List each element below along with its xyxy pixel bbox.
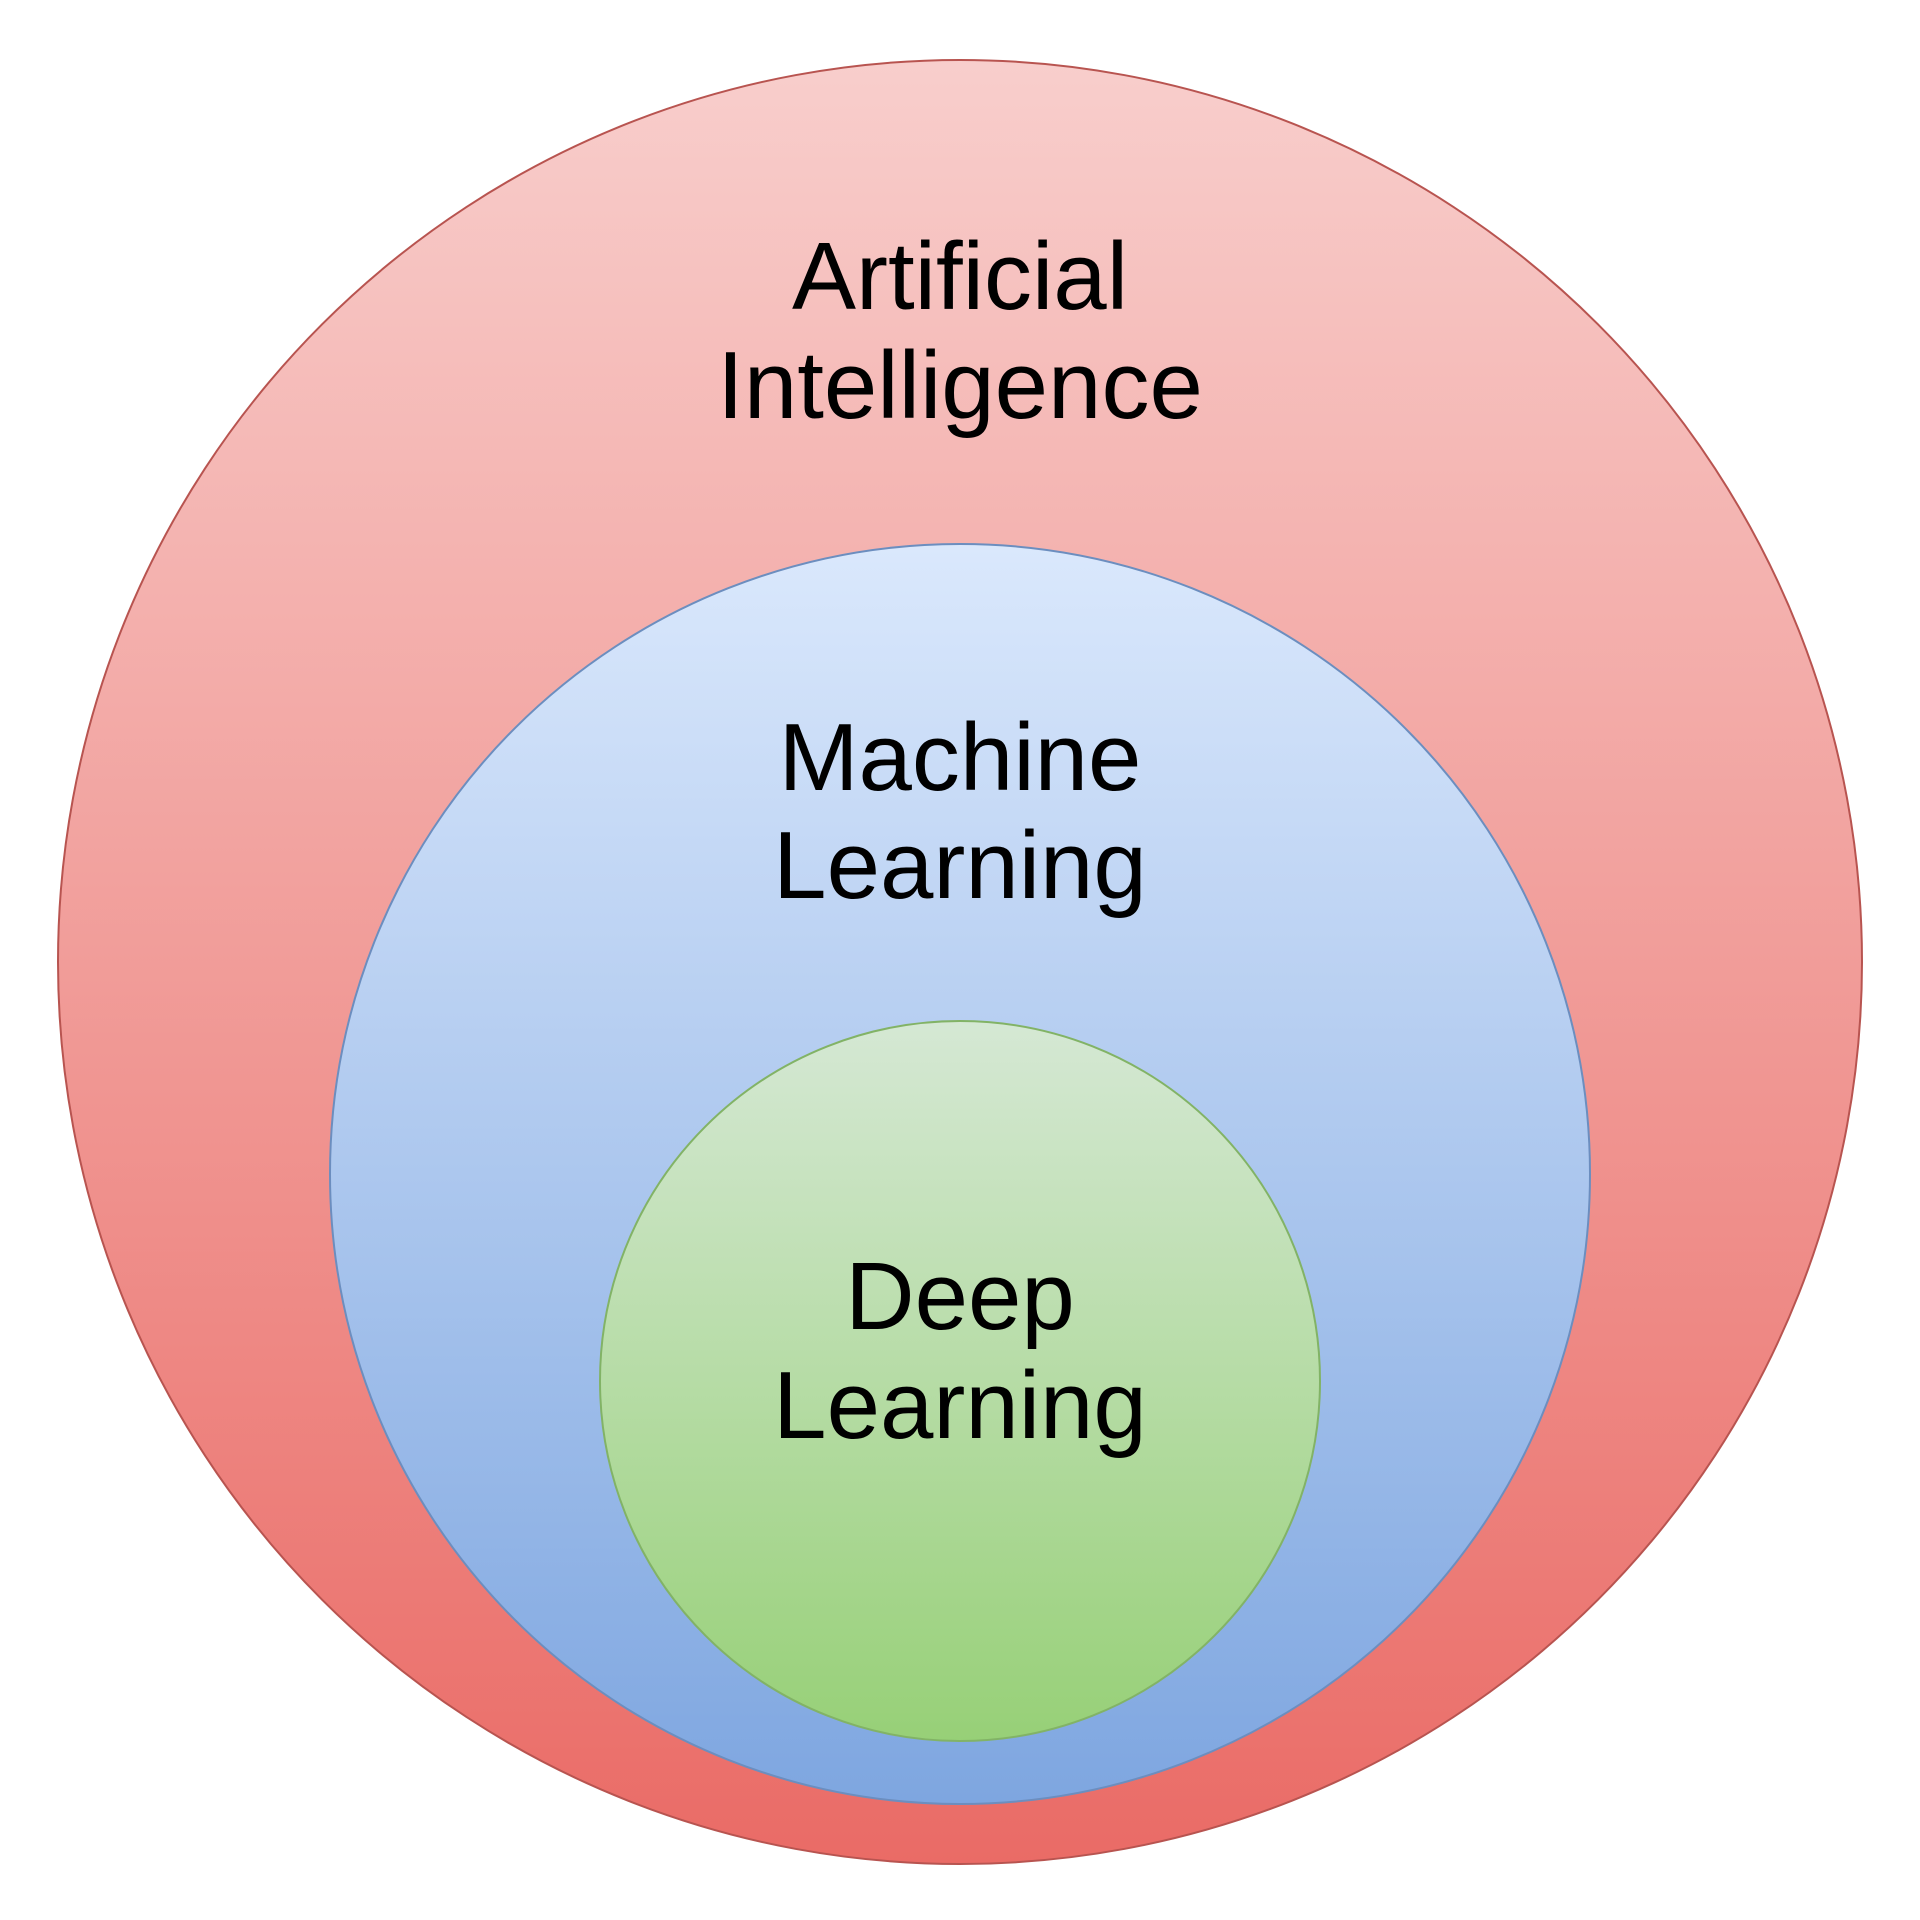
deep-learning-label-line2: Learning [773,1352,1147,1459]
machine-learning-label-line2: Learning [773,812,1147,919]
machine-learning-label-line1: Machine [779,704,1142,811]
deep-learning-label-line1: Deep [845,1243,1075,1350]
artificial-intelligence-label-line1: Artificial [792,223,1128,330]
deep-learning-circle [599,1020,1321,1742]
artificial-intelligence-label-line2: Intelligence [717,332,1203,439]
